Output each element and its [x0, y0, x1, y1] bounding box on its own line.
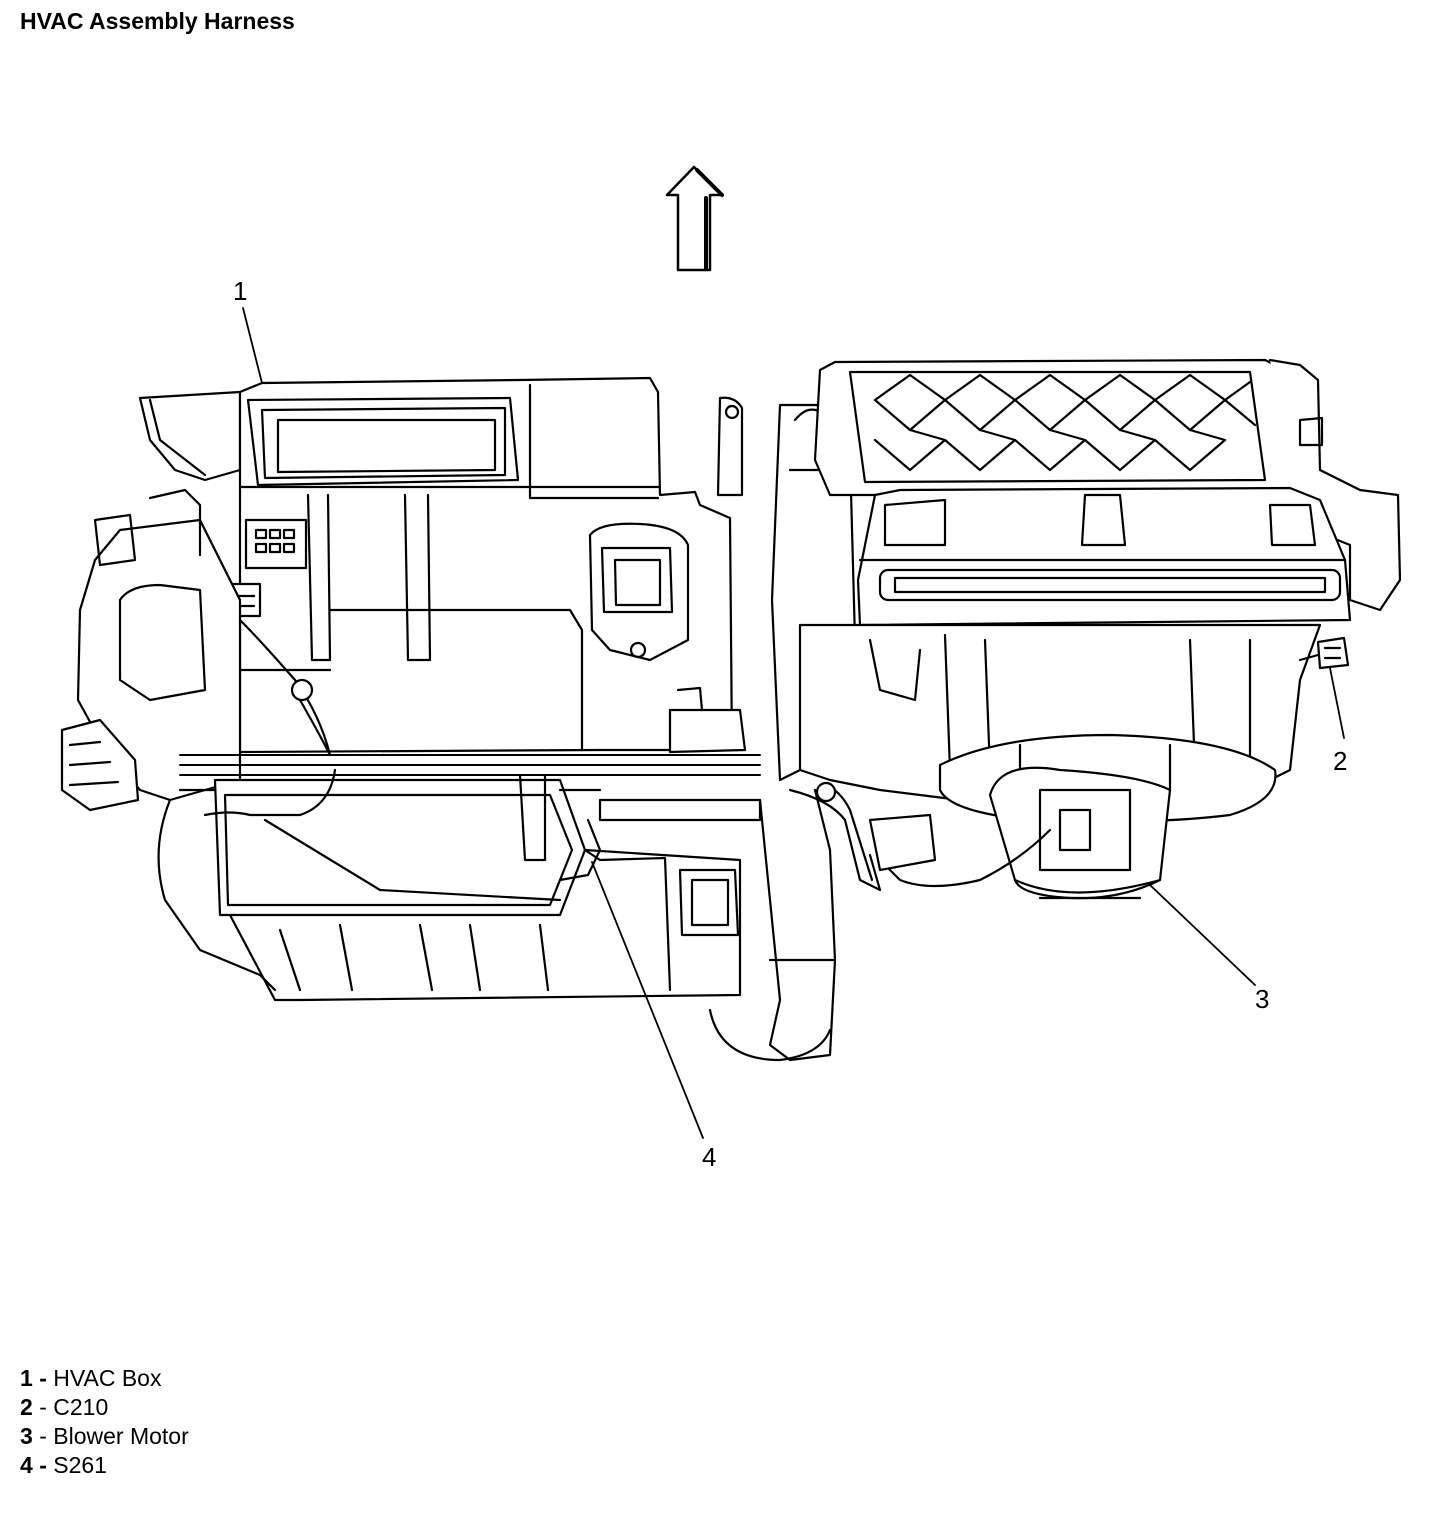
legend-separator: -: [39, 1394, 47, 1420]
legend-item: 4 - S261: [20, 1451, 189, 1480]
legend-item: 3 - Blower Motor: [20, 1422, 189, 1451]
legend-number: 2: [20, 1394, 33, 1420]
callout-2-number: 2: [1333, 746, 1347, 776]
callout-3-number: 3: [1255, 984, 1269, 1014]
legend: 1 - HVAC Box 2 - C210 3 - Blower Motor 4…: [20, 1364, 189, 1480]
up-arrow-icon: [665, 165, 724, 272]
legend-separator: -: [39, 1452, 47, 1478]
hvac-box: [60, 376, 762, 1002]
legend-number: 1: [20, 1365, 33, 1391]
legend-separator: -: [39, 1423, 47, 1449]
legend-number: 4: [20, 1452, 33, 1478]
legend-label: HVAC Box: [53, 1365, 162, 1391]
legend-label: C210: [53, 1394, 109, 1420]
legend-separator: -: [39, 1365, 47, 1391]
callout-3: 3: [1149, 884, 1269, 1014]
callout-4: 4: [591, 861, 716, 1172]
blower-housing: [798, 358, 1402, 900]
legend-number: 3: [20, 1423, 33, 1449]
legend-label: S261: [53, 1452, 107, 1478]
callout-1: 1: [233, 276, 263, 384]
legend-item: 2 - C210: [20, 1393, 189, 1422]
legend-item: 1 - HVAC Box: [20, 1364, 189, 1393]
callout-1-number: 1: [233, 276, 247, 306]
callout-4-number: 4: [702, 1142, 716, 1172]
legend-label: Blower Motor: [53, 1423, 189, 1449]
page-title: HVAC Assembly Harness: [20, 8, 295, 34]
callout-2: 2: [1329, 667, 1347, 776]
